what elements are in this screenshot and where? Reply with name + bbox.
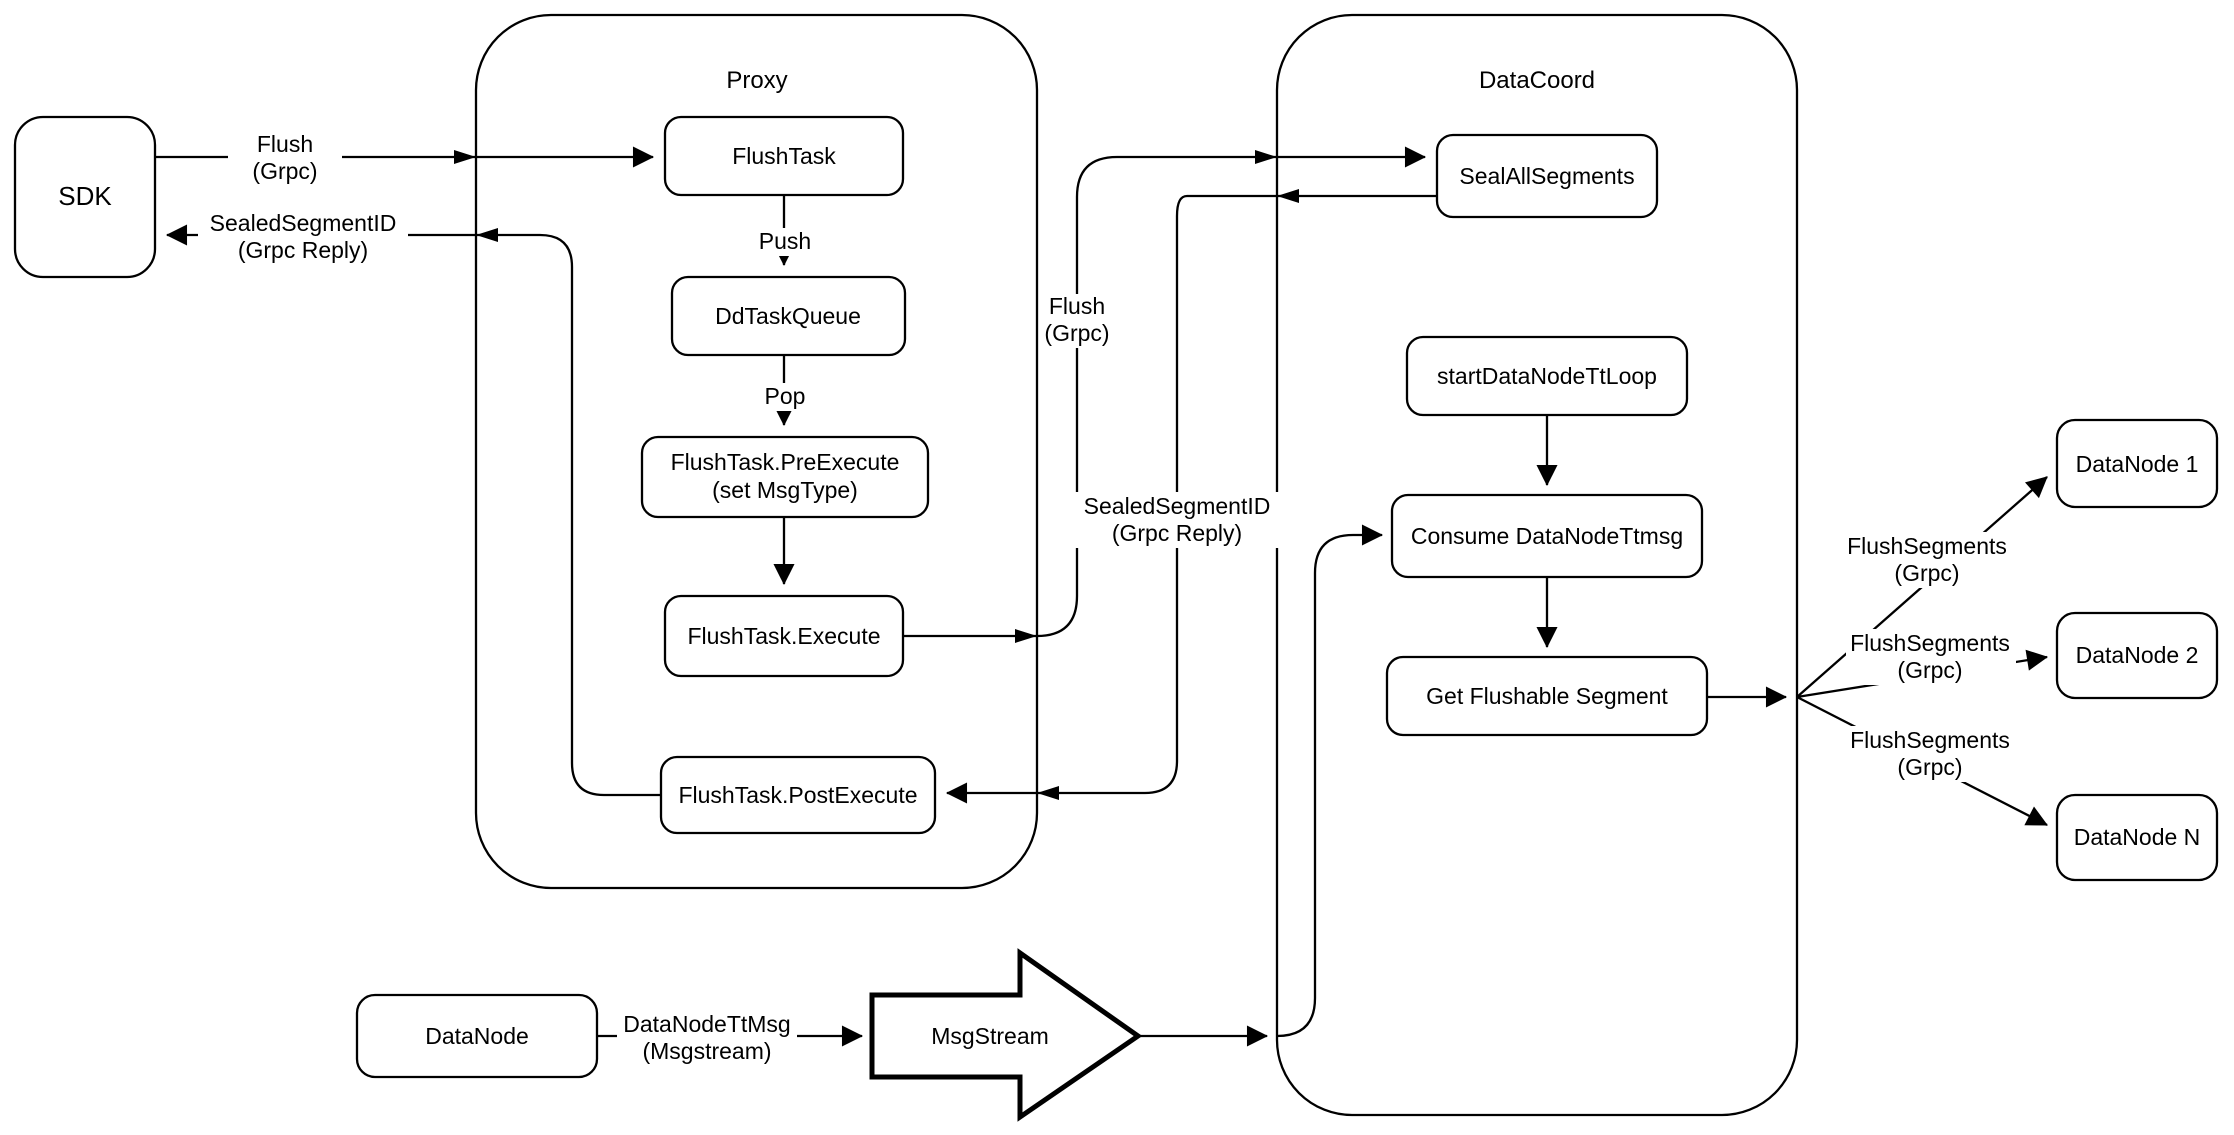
sdk-node	[13, 115, 157, 279]
startdatanodettloop-node-label: startDataNodeTtLoop	[1437, 363, 1657, 389]
svg-text:Push: Push	[759, 228, 811, 254]
datacoord-container	[1275, 13, 1799, 1117]
svg-text:(Grpc Reply): (Grpc Reply)	[1112, 520, 1242, 546]
svg-text:(Grpc): (Grpc)	[252, 158, 317, 184]
svg-text:(Grpc): (Grpc)	[1044, 320, 1109, 346]
svg-text:SealedSegmentID: SealedSegmentID	[1084, 493, 1271, 519]
sealallsegments-node-label: SealAllSegments	[1459, 163, 1634, 189]
execute-node-label: FlushTask.Execute	[687, 623, 880, 649]
flushtask-node	[663, 115, 905, 197]
svg-text:FlushSegments: FlushSegments	[1847, 533, 2007, 559]
svg-text:FlushSegments: FlushSegments	[1850, 630, 2010, 656]
svg-text:SealedSegmentID: SealedSegmentID	[210, 210, 397, 236]
get-flushable-segment-node-label: Get Flushable Segment	[1426, 683, 1668, 709]
ddtaskqueue-node	[670, 275, 907, 357]
edge-border-to-consume	[1276, 524, 1384, 1038]
svg-text:Pop: Pop	[765, 383, 806, 409]
datanode2-node	[2055, 611, 2219, 700]
datanode-bottom-node-label: DataNode	[425, 1023, 529, 1049]
msgstream-label: MsgStream	[931, 1023, 1049, 1049]
datanoden-node-label: DataNode N	[2074, 824, 2201, 850]
label-sealedsegmentid-grpc-reply-mid: SealedSegmentID (Grpc Reply)	[1072, 492, 1284, 548]
sdk-node-label: SDK	[58, 181, 112, 211]
msgstream-arrow-shape	[869, 948, 1143, 1122]
svg-text:FlushSegments: FlushSegments	[1850, 727, 2010, 753]
svg-text:(Grpc): (Grpc)	[1897, 657, 1962, 683]
datanode2-node-label: DataNode 2	[2076, 642, 2199, 668]
svg-text:(Grpc): (Grpc)	[1894, 560, 1959, 586]
consume-datanodettmsg-node-label: Consume DataNodeTtmsg	[1411, 523, 1683, 549]
startdatanodettloop-node	[1405, 335, 1689, 417]
svg-text:Flush: Flush	[257, 131, 313, 157]
label-flushsegments-grpc-1: FlushSegments (Grpc)	[1843, 532, 2013, 588]
svg-text:(Grpc Reply): (Grpc Reply)	[238, 237, 368, 263]
label-pop: Pop	[752, 383, 818, 411]
svg-text:Flush: Flush	[1049, 293, 1105, 319]
arrowhead-reply-datacoord-border	[1277, 189, 1299, 203]
get-flushable-segment-node	[1385, 655, 1709, 737]
arrowhead-flush-proxy-border	[454, 150, 476, 164]
datanode1-node-label: DataNode 1	[2076, 451, 2199, 477]
label-sealedsegmentid-grpc-reply-sdk: SealedSegmentID (Grpc Reply)	[198, 209, 408, 265]
edge-postexecute-to-sdk	[165, 224, 661, 797]
postexecute-node	[659, 755, 937, 835]
proxy-container-title: Proxy	[726, 67, 787, 94]
sealallsegments-node	[1435, 133, 1659, 219]
datanode-bottom-node	[355, 993, 599, 1079]
svg-text:(Msgstream): (Msgstream)	[642, 1038, 771, 1064]
edge-execute-to-sealallsegments	[903, 146, 1427, 638]
preexecute-node-label-line1: FlushTask.PreExecute	[671, 449, 900, 475]
preexecute-node-label-line2: (set MsgType)	[712, 477, 858, 503]
arrowhead-flush-datacoord-border	[1255, 150, 1277, 164]
label-push: Push	[748, 228, 822, 256]
consume-datanodettmsg-node	[1390, 493, 1704, 579]
edge-sealallsegments-to-postexecute	[945, 194, 1437, 804]
datacoord-container-title: DataCoord	[1479, 67, 1595, 94]
label-flush-grpc-sdk: Flush (Grpc)	[228, 131, 342, 184]
preexecute-node	[640, 435, 930, 519]
svg-text:(Grpc): (Grpc)	[1897, 754, 1962, 780]
arrowhead-reply-proxy-border	[476, 228, 498, 242]
arrowhead-reply-proxy-border-2	[1037, 786, 1059, 800]
label-datanodettmsg-msgstream: DataNodeTtMsg (Msgstream)	[617, 1009, 797, 1065]
ddtaskqueue-node-label: DdTaskQueue	[715, 303, 861, 329]
datanode1-node	[2055, 418, 2219, 509]
svg-text:DataNodeTtMsg: DataNodeTtMsg	[623, 1011, 790, 1037]
label-flushsegments-grpc-3: FlushSegments (Grpc)	[1846, 726, 2016, 782]
label-flush-grpc-mid: Flush (Grpc)	[1040, 293, 1116, 348]
arrowhead-execute-proxy-border	[1015, 629, 1037, 643]
datanoden-node	[2055, 793, 2219, 882]
flushtask-node-label: FlushTask	[732, 143, 836, 169]
postexecute-node-label: FlushTask.PostExecute	[678, 782, 917, 808]
proxy-container	[474, 13, 1039, 890]
label-flushsegments-grpc-2: FlushSegments (Grpc)	[1846, 629, 2016, 685]
execute-node	[663, 594, 905, 678]
